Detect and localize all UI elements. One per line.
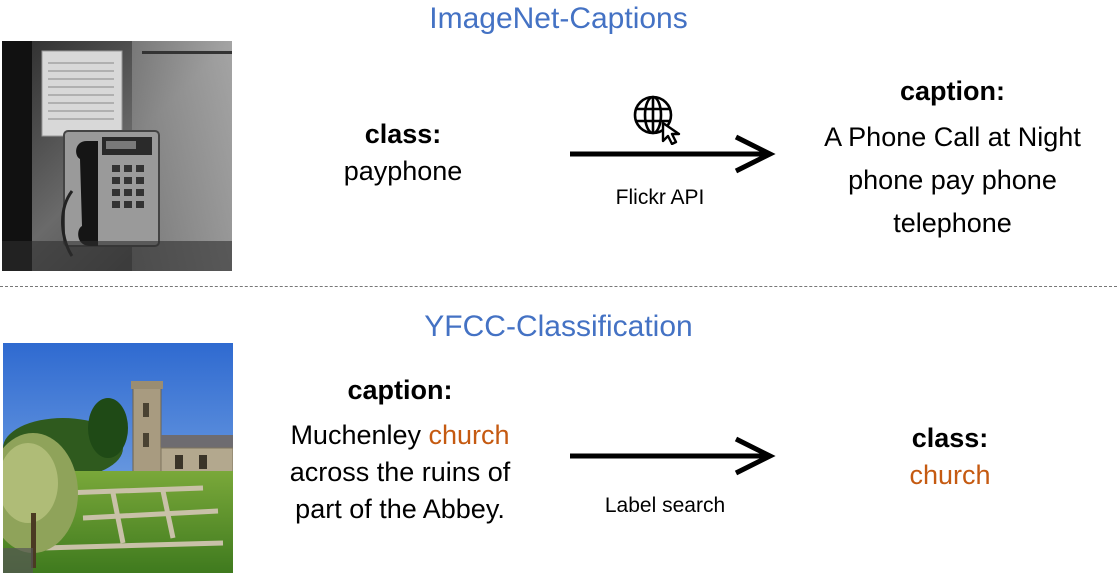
bottom-arrow — [570, 436, 780, 476]
top-arrow-label: Flickr API — [615, 186, 705, 209]
top-output-heading: caption: — [900, 76, 1005, 106]
church-photo — [3, 343, 233, 573]
section-title-imagenet: ImageNet-Captions — [429, 2, 688, 35]
top-output-line: phone pay phone — [848, 165, 1057, 195]
top-input-value: payphone — [343, 156, 463, 186]
top-input-heading: class: — [364, 119, 442, 149]
bottom-output-value: church — [909, 460, 991, 490]
globe-cursor-icon — [631, 93, 683, 146]
bottom-input-line-1: Muchenley church — [255, 417, 545, 454]
top-arrow — [570, 134, 780, 174]
section-divider — [0, 286, 1117, 287]
section-title-yfcc: YFCC-Classification — [424, 310, 693, 343]
bottom-input-line-3: part of the Abbey. — [295, 494, 505, 524]
bottom-output-heading: class: — [911, 423, 989, 453]
bottom-input-line-2: across the ruins of — [289, 457, 511, 487]
bottom-arrow-label: Label search — [604, 494, 726, 517]
bottom-input-heading: caption: — [347, 375, 453, 405]
payphone-photo — [2, 41, 232, 271]
top-output-line: A Phone Call at Night — [824, 122, 1081, 152]
highlighted-class-word: church — [428, 420, 510, 450]
top-output-line: telephone — [893, 208, 1012, 238]
caption-text: Muchenley — [290, 420, 429, 450]
